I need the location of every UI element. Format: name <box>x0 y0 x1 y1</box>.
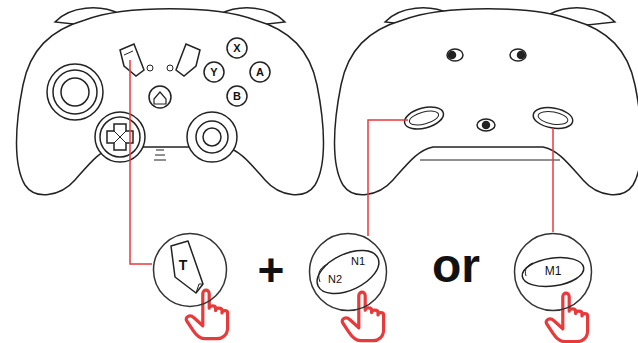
combination-sign: or <box>432 242 480 290</box>
hand-icon <box>186 290 227 338</box>
button-outline <box>308 232 388 312</box>
face-button-letter: A <box>256 67 264 78</box>
combination-sign: + <box>258 247 285 293</box>
callout-grounds <box>153 233 592 311</box>
button-name: N1 <box>351 256 365 267</box>
button-name: N2 <box>328 274 342 285</box>
back-controller <box>335 8 638 195</box>
button-outline <box>152 232 228 308</box>
callout-circle: N1N2 <box>308 232 388 312</box>
button-name: M1 <box>545 265 562 277</box>
front-controller <box>17 8 324 195</box>
face-button-letter: B <box>233 91 241 102</box>
hand-icon <box>342 292 383 340</box>
callout-circle: M1 <box>513 232 593 312</box>
hand-icon <box>546 293 587 341</box>
face-button-letter: X <box>233 43 240 54</box>
callout-circle: T <box>152 232 228 308</box>
button-name: T <box>179 258 188 272</box>
face-button-letter: Y <box>210 67 217 78</box>
